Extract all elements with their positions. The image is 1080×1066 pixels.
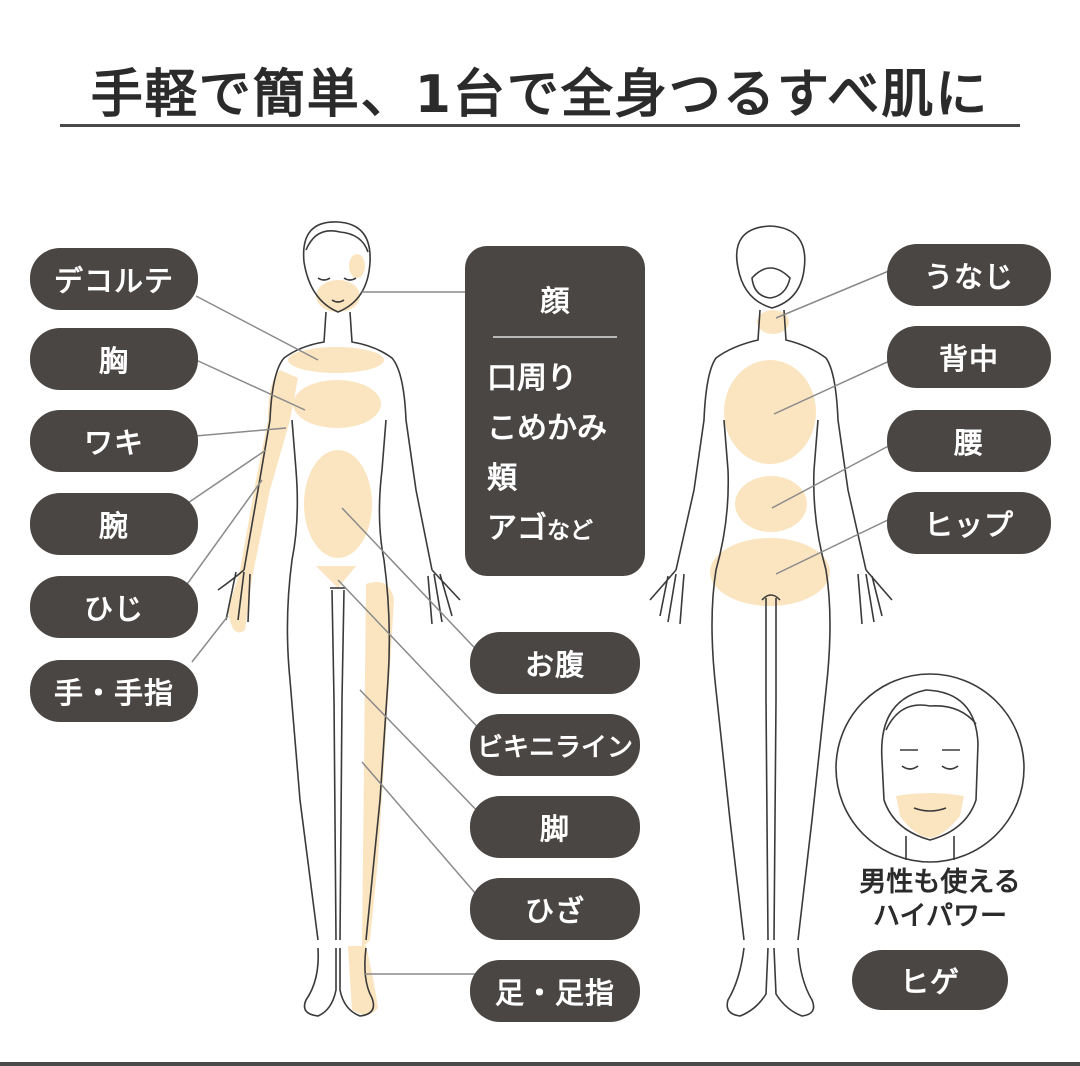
face-box-title: 顔 (540, 284, 570, 318)
back-highlight-areas (710, 310, 830, 606)
front-figure-outline (217, 221, 461, 1017)
face-item-temple: こめかみ (487, 411, 607, 446)
label-beard: ヒゲ (852, 950, 1008, 1010)
face-item-mouth: 口周り (487, 361, 577, 396)
label-knee: ひざ (470, 878, 640, 940)
label-hip: ヒップ (887, 492, 1051, 554)
label-leg: 脚 (470, 796, 640, 858)
label-bikini-line: ビキニライン (470, 714, 640, 776)
title-divider (60, 124, 1020, 127)
male-caption: 男性も使える ハイパワー (859, 867, 1021, 932)
label-hand-fingers: 手・手指 (30, 660, 198, 722)
label-back: 背中 (887, 326, 1051, 388)
front-highlight-areas (228, 254, 394, 1015)
face-area-list: 口周り こめかみ 頬 アゴなど (487, 354, 607, 556)
face-areas-box: 顔 口周り こめかみ 頬 アゴなど (465, 246, 645, 576)
label-elbow: ひじ (30, 576, 198, 638)
label-decollete: デコルテ (30, 248, 198, 310)
face-item-chin: アゴなど (487, 511, 593, 546)
bottom-divider (0, 1062, 1080, 1066)
face-item-cheek: 頬 (487, 461, 517, 496)
page-title: 手軽で簡単、1台で全身つるすべ肌に (90, 65, 990, 125)
label-waist: 腰 (887, 410, 1051, 472)
label-belly: お腹 (470, 632, 640, 694)
male-face-circle (835, 673, 1025, 863)
label-underarm: ワキ (30, 410, 198, 472)
label-arm: 腕 (30, 493, 198, 555)
label-foot-toes: 足・足指 (470, 960, 640, 1022)
face-box-divider (493, 336, 617, 338)
back-figure-outline (649, 225, 893, 1017)
label-chest: 胸 (30, 328, 198, 390)
label-nape: うなじ (887, 244, 1051, 306)
